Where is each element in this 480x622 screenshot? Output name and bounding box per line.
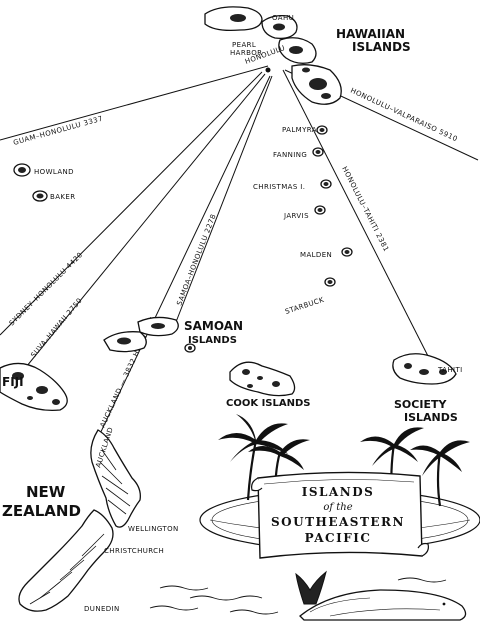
cook-title: COOK ISLANDS bbox=[226, 398, 310, 409]
samoa-title-2: ISLANDS bbox=[188, 335, 237, 346]
society-islands bbox=[392, 353, 457, 385]
label-wellington: WELLINGTON bbox=[128, 525, 179, 533]
label-baker: BAKER bbox=[50, 193, 75, 201]
route-label-tahiti: HONOLULU–TAHITI 2381 bbox=[340, 165, 390, 253]
route-label-valparaiso: HONOLULU–VALPARAISO 5910 bbox=[349, 87, 459, 144]
label-pearl-harbor-1: PEARL bbox=[232, 41, 256, 49]
howland-baker-islands bbox=[13, 163, 48, 202]
label-christmas: CHRISTMAS I. bbox=[253, 183, 305, 191]
title-banner bbox=[251, 471, 429, 559]
north-island bbox=[90, 429, 141, 528]
label-pearl-harbor-2: HARBOR bbox=[230, 49, 262, 57]
whale bbox=[295, 570, 467, 621]
sea-waves bbox=[149, 577, 447, 615]
route-label-suva: SUVA–HAWAII 2750 bbox=[29, 296, 84, 359]
hawaii-title-2: ISLANDS bbox=[352, 40, 411, 54]
samoan-islands bbox=[103, 316, 196, 353]
label-tahiti: TAHITI bbox=[437, 366, 463, 374]
route-label-sydney: SYDNEY–HONOLULU 4420 bbox=[8, 251, 85, 328]
label-palmyra: PALMYRA bbox=[282, 126, 317, 134]
society-title-1: SOCIETY bbox=[394, 398, 447, 411]
nz-hatching bbox=[29, 449, 131, 605]
route-suva-hawaii bbox=[21, 73, 266, 373]
route-label-samoa: SAMOA–HONOLULU 2278 bbox=[175, 213, 217, 307]
route-honolulu-tahiti bbox=[282, 69, 431, 361]
label-oahu: OAHU bbox=[272, 14, 294, 22]
label-starbuck: STARBUCK bbox=[284, 296, 325, 316]
route-samoa-honolulu bbox=[175, 75, 273, 323]
hawaiian-islands bbox=[204, 6, 342, 105]
banner-line-2: of the bbox=[323, 502, 352, 513]
label-dunedin: DUNEDIN bbox=[84, 605, 120, 613]
line-islands bbox=[312, 125, 353, 287]
banner-line-3: SOUTHEASTERN bbox=[271, 515, 405, 529]
route-auckland-honolulu bbox=[97, 75, 271, 439]
society-title-2: ISLANDS bbox=[404, 411, 458, 424]
hawaii-title-1: HAWAIIAN bbox=[336, 27, 405, 41]
label-jarvis: JARVIS bbox=[283, 212, 309, 220]
route-guam-honolulu bbox=[0, 65, 269, 141]
banner-line-1: ISLANDS bbox=[302, 485, 375, 499]
route-label-guam: GUAM–HONOLULU 3337 bbox=[12, 115, 104, 147]
banner-line-4: PACIFIC bbox=[305, 531, 372, 545]
south-island bbox=[18, 509, 114, 612]
cook-islands bbox=[229, 361, 296, 397]
label-howland: HOWLAND bbox=[34, 168, 74, 176]
fiji-title: FIJI bbox=[2, 375, 24, 389]
label-fanning: FANNING bbox=[273, 151, 307, 159]
label-christchurch: CHRISTCHURCH bbox=[104, 547, 164, 555]
nz-title-1: NEW bbox=[26, 483, 66, 501]
nz-title-2: ZEALAND bbox=[2, 502, 81, 520]
samoa-title-1: SAMOAN bbox=[184, 319, 243, 333]
route-sydney-honolulu bbox=[0, 71, 263, 336]
new-zealand bbox=[18, 429, 141, 612]
fiji-islands bbox=[0, 362, 68, 412]
label-malden: MALDEN bbox=[300, 251, 332, 259]
